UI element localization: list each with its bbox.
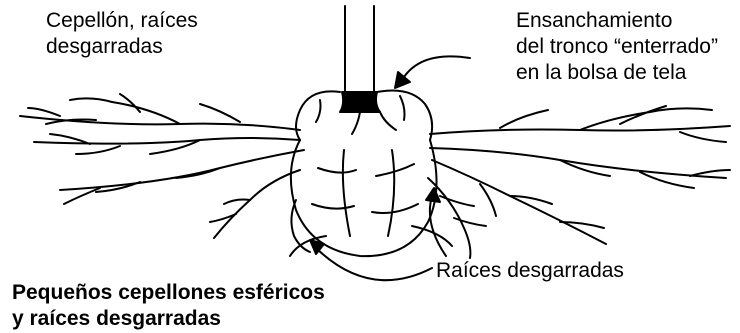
torn-roots-arrow-right xyxy=(430,196,446,256)
caption-line2: y raíces desgarradas xyxy=(12,306,325,332)
label-trunk-line2: del tronco “enterrado” xyxy=(516,34,718,60)
trunk-base xyxy=(340,92,380,112)
trunk-arrow xyxy=(402,56,470,80)
label-rootball-line1: Cepellón, raíces xyxy=(46,8,198,34)
label-rootball-line2: desgarradas xyxy=(46,34,198,60)
root-ball-texture xyxy=(312,150,418,236)
label-rootball: Cepellón, raíces desgarradas xyxy=(46,8,198,60)
label-trunk-line1: Ensanchamiento xyxy=(516,8,718,34)
left-roots xyxy=(20,94,310,252)
caption-line1: Pequeños cepellones esféricos xyxy=(12,280,325,306)
torn-roots-arrow-left xyxy=(316,248,432,280)
label-trunk-line3: en la bolsa de tela xyxy=(516,60,718,86)
label-trunk-swelling: Ensanchamiento del tronco “enterrado” en… xyxy=(516,8,718,86)
right-roots xyxy=(428,106,730,258)
label-torn-roots: Raíces desgarradas xyxy=(436,258,624,284)
trunk xyxy=(345,6,374,104)
figure-caption: Pequeños cepellones esféricos y raíces d… xyxy=(12,280,325,332)
